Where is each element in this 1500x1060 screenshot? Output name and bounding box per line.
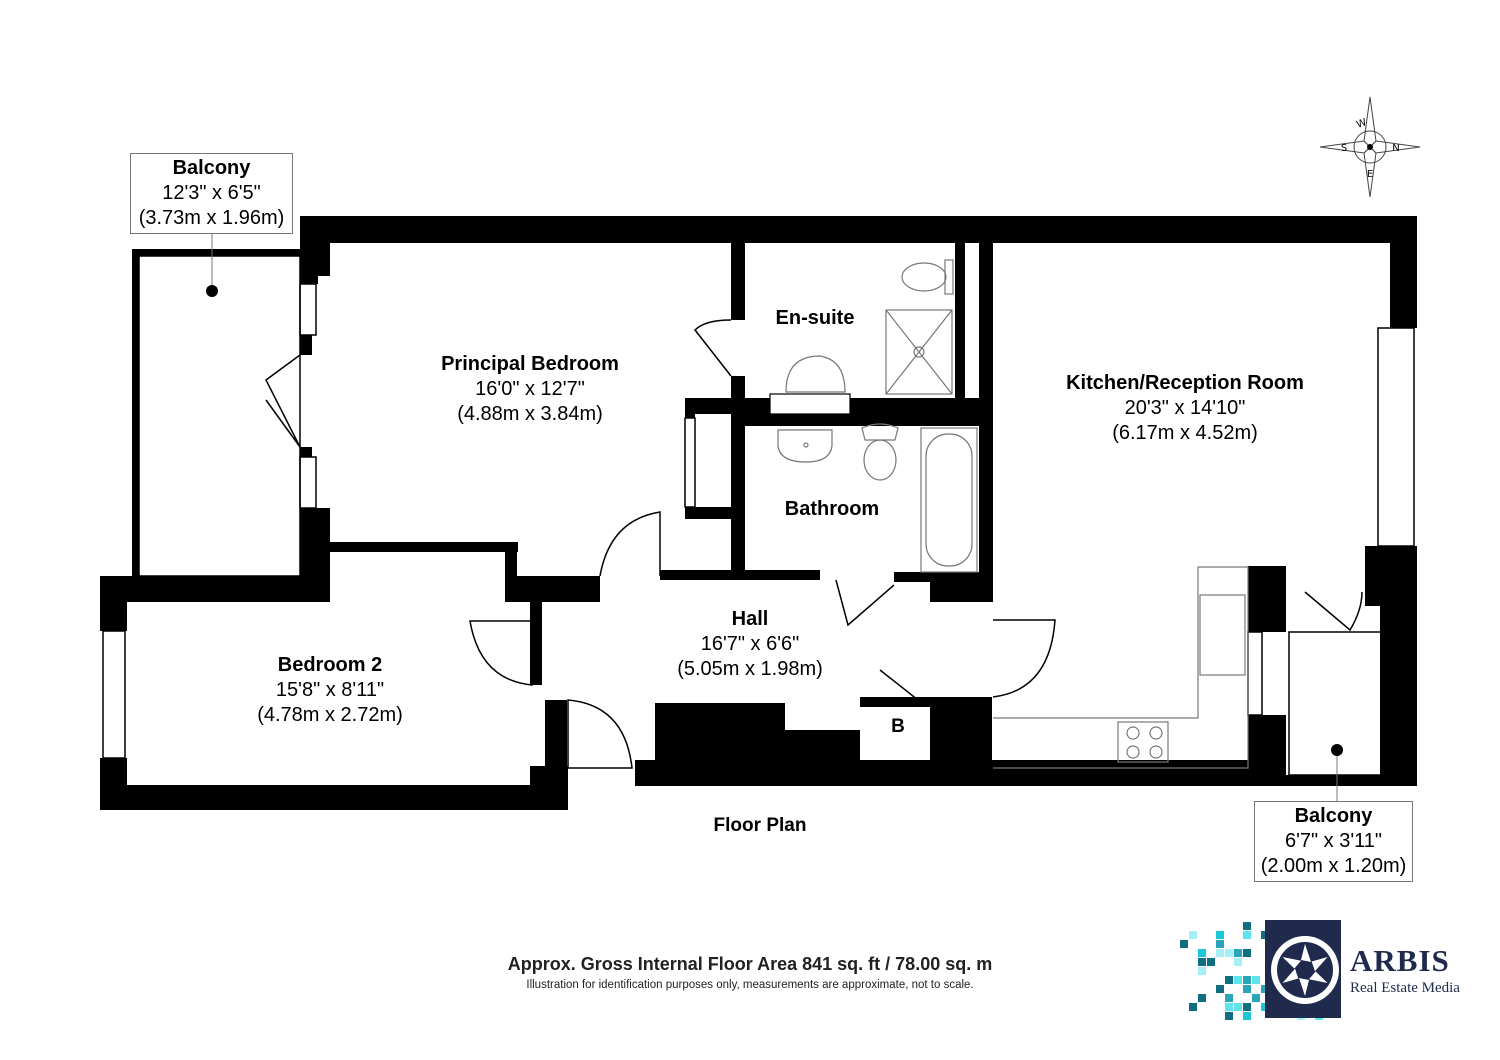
mosaic-pixel <box>1234 976 1242 984</box>
mosaic-pixel <box>1207 958 1215 966</box>
room-metric: (3.73m x 1.96m) <box>138 207 285 229</box>
compass-w: W <box>1355 117 1368 131</box>
room-imperial: 16'0" x 12'7" <box>475 378 585 400</box>
mosaic-pixel <box>1216 931 1224 939</box>
aperture-blade <box>1282 957 1302 969</box>
cupboard-label: B <box>891 716 905 737</box>
plan-title: Floor Plan <box>713 815 807 836</box>
room-principal-bedroom: Principal Bedroom 16'0" x 12'7" (4.88m x… <box>410 352 650 427</box>
fixtures <box>138 255 1382 776</box>
room-bedroom-2: Bedroom 2 15'8" x 8'11" (4.78m x 2.72m) <box>230 653 430 728</box>
compass-s: S <box>1341 143 1347 154</box>
room-name: Kitchen/Reception Room <box>1066 372 1304 394</box>
mosaic-pixel <box>1198 994 1206 1002</box>
windows <box>102 283 1415 759</box>
mosaic-pixel <box>1234 1003 1242 1011</box>
room-name: Balcony <box>172 157 251 179</box>
compass-e: E <box>1367 169 1373 180</box>
room-hall: Hall 16'7" x 6'6" (5.05m x 1.98m) <box>650 607 850 682</box>
compass-n: N <box>1392 143 1399 154</box>
room-imperial: 20'3" x 14'10" <box>1124 397 1246 419</box>
compass-rose: W N E S <box>1319 96 1421 198</box>
mosaic-pixel <box>1243 931 1251 939</box>
room-kitchen-reception: Kitchen/Reception Room 20'3" x 14'10" (6… <box>1040 371 1330 446</box>
mosaic-pixel <box>1225 994 1233 1002</box>
mosaic-pixel <box>1252 994 1260 1002</box>
mosaic-pixel <box>1225 949 1233 957</box>
room-name: En-suite <box>775 307 855 329</box>
brand-tagline: Real Estate Media <box>1350 980 1460 996</box>
mosaic-pixel <box>1243 985 1251 993</box>
room-metric: (4.78m x 2.72m) <box>257 704 403 726</box>
aperture-blade <box>1308 971 1328 983</box>
mosaic-pixel <box>1189 931 1197 939</box>
aperture-blade <box>1311 957 1328 972</box>
mosaic-pixel <box>1189 1003 1197 1011</box>
room-name: Principal Bedroom <box>441 353 619 375</box>
mosaic-pixel <box>1198 949 1206 957</box>
mosaic-pixel <box>1225 1003 1233 1011</box>
room-metric: (5.05m x 1.98m) <box>677 658 823 680</box>
mosaic-pixel <box>1243 1012 1251 1020</box>
room-imperial: 15'8" x 8'11" <box>275 679 385 701</box>
aperture-blade <box>1282 968 1299 983</box>
room-metric: (6.17m x 4.52m) <box>1112 422 1258 444</box>
mosaic-pixel <box>1243 949 1251 957</box>
aperture-blade <box>1301 944 1311 962</box>
mosaic-pixel <box>1225 976 1233 984</box>
mosaic-pixel <box>1216 949 1224 957</box>
room-metric: (4.88m x 3.84m) <box>457 403 603 425</box>
room-bathroom: Bathroom <box>772 497 892 522</box>
mosaic-pixel <box>1252 976 1260 984</box>
mosaic-pixel <box>1198 958 1206 966</box>
room-name: Bathroom <box>784 498 880 520</box>
mosaic-pixel <box>1198 967 1206 975</box>
mosaic-pixel <box>1216 940 1224 948</box>
mosaic-pixel <box>1243 1003 1251 1011</box>
mosaic-pixel <box>1243 976 1251 984</box>
room-imperial: 6'7" x 3'11" <box>1284 830 1383 852</box>
room-ensuite: En-suite <box>760 306 870 331</box>
mosaic-pixel <box>1234 949 1242 957</box>
aperture-blade <box>1299 978 1309 996</box>
room-name: Hall <box>731 608 769 630</box>
room-imperial: 16'7" x 6'6" <box>700 633 800 655</box>
room-balcony-west: Balcony 12'3" x 6'5" (3.73m x 1.96m) <box>130 153 293 234</box>
brand-name: ARBIS <box>1350 943 1450 978</box>
disclaimer-text: Illustration for identification purposes… <box>526 979 974 991</box>
mosaic-pixel <box>1216 985 1224 993</box>
room-metric: (2.00m x 1.20m) <box>1260 855 1407 877</box>
room-name: Balcony <box>1294 805 1373 827</box>
room-name: Bedroom 2 <box>277 654 383 676</box>
mosaic-pixel <box>1225 1012 1233 1020</box>
label-leaders <box>206 233 1343 801</box>
room-imperial: 12'3" x 6'5" <box>162 182 261 204</box>
mosaic-pixel <box>1234 958 1242 966</box>
brand-logo-emblem <box>1265 920 1341 1018</box>
room-balcony-east: Balcony 6'7" x 3'11" (2.00m x 1.20m) <box>1254 801 1413 882</box>
mosaic-pixel <box>1180 940 1188 948</box>
mosaic-pixel <box>1243 922 1251 930</box>
gross-area-text: Approx. Gross Internal Floor Area 841 sq… <box>507 954 993 974</box>
doors <box>265 319 1363 769</box>
